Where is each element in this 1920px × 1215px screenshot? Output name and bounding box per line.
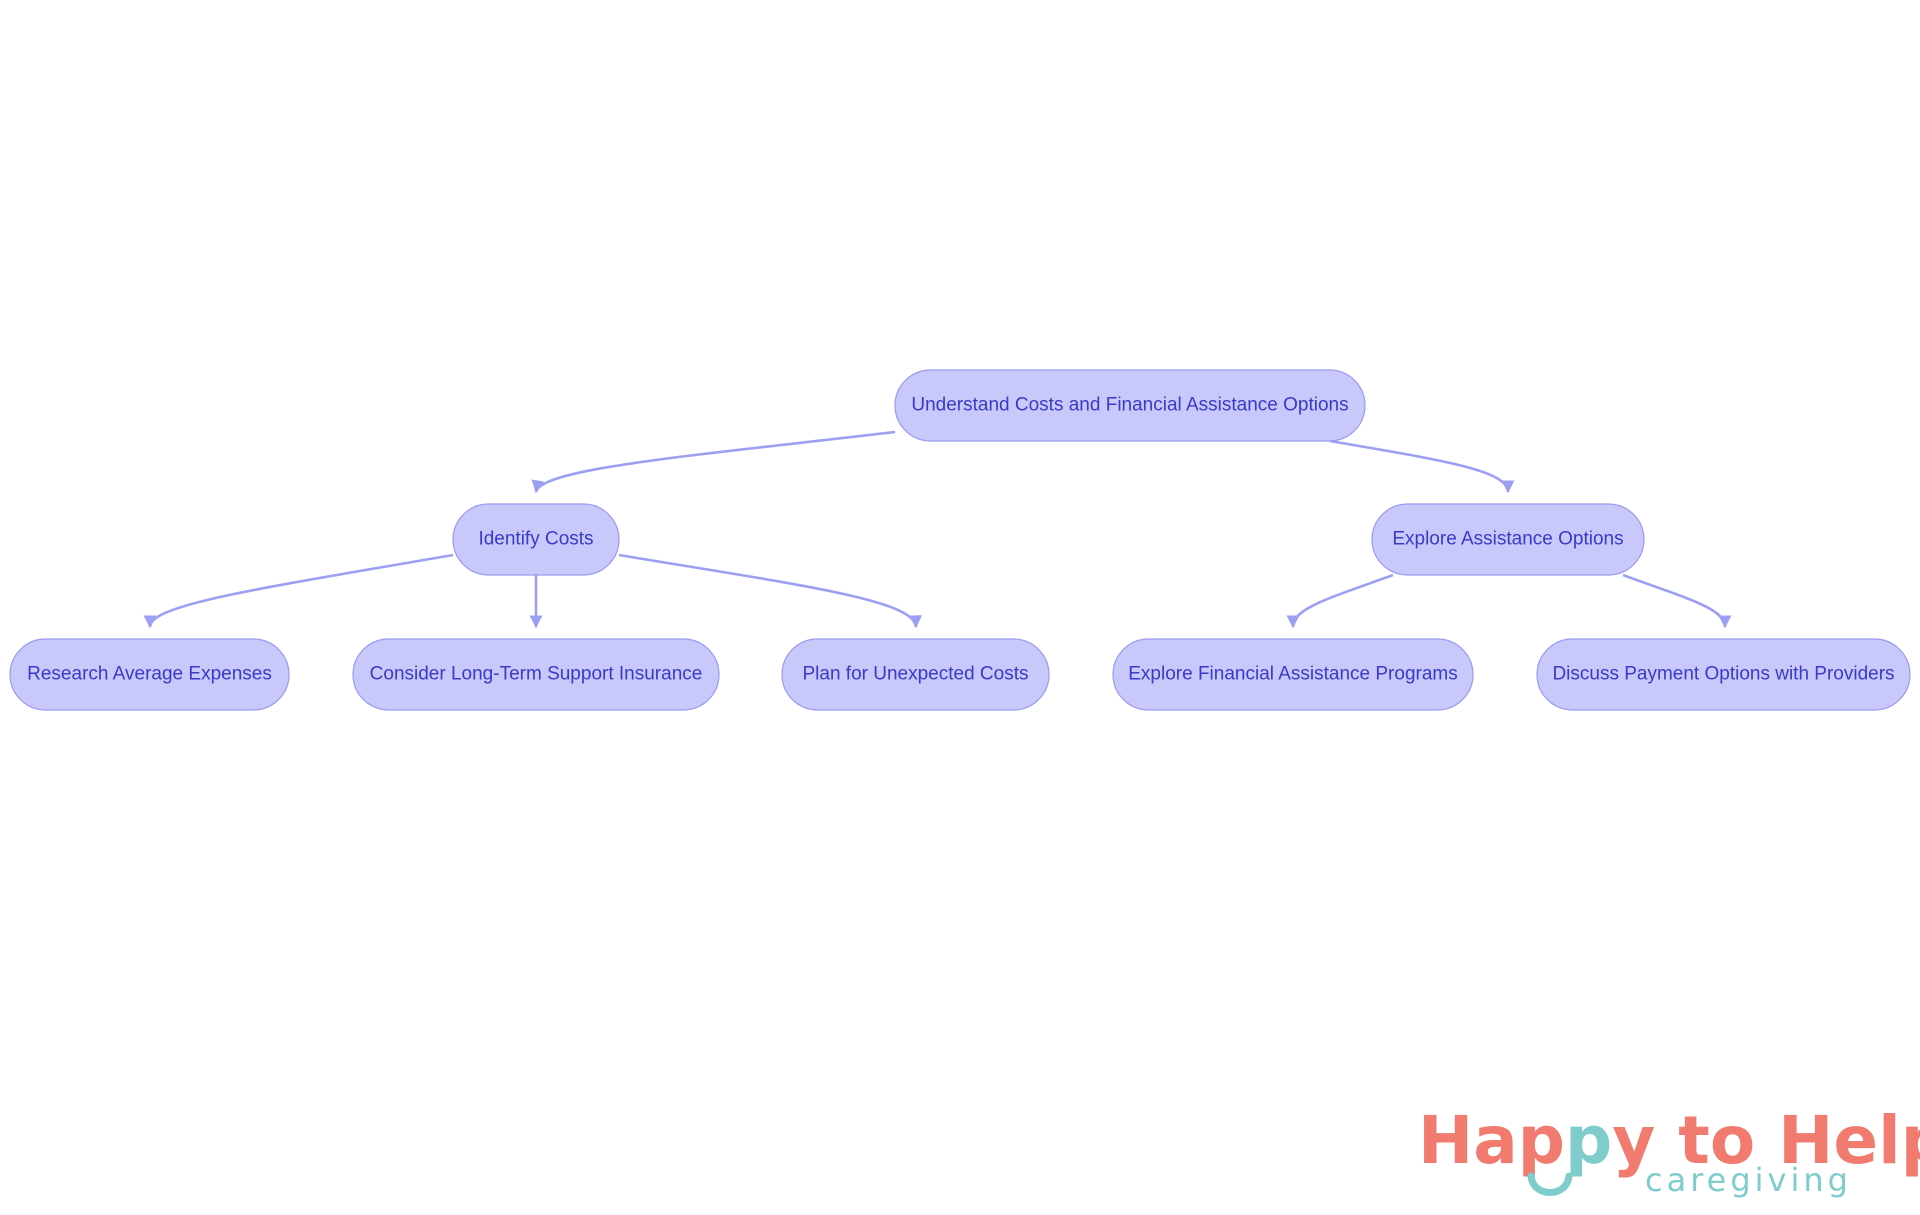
node-root[interactable]: Understand Costs and Financial Assistanc… xyxy=(894,369,1366,442)
node-long-term-insurance-label: Consider Long-Term Support Insurance xyxy=(370,664,703,685)
node-explore-assistance[interactable]: Explore Assistance Options xyxy=(1371,503,1645,576)
smile-icon xyxy=(1527,1172,1573,1196)
node-unexpected-costs-label: Plan for Unexpected Costs xyxy=(802,664,1028,685)
edges xyxy=(143,430,1732,629)
logo-word-part-2: p xyxy=(1565,1102,1612,1179)
edge-root-to-identify-costs xyxy=(531,430,896,494)
node-payment-options[interactable]: Discuss Payment Options with Providers xyxy=(1536,638,1911,711)
node-long-term-insurance[interactable]: Consider Long-Term Support Insurance xyxy=(352,638,720,711)
nodes: Understand Costs and Financial Assistanc… xyxy=(9,369,1911,711)
logo-wordmark: Happy to Help xyxy=(1418,1102,1920,1179)
node-research-expenses-label: Research Average Expenses xyxy=(27,664,272,685)
node-research-expenses[interactable]: Research Average Expenses xyxy=(9,638,290,711)
node-identify-costs[interactable]: Identify Costs xyxy=(452,503,620,576)
node-payment-options-label: Discuss Payment Options with Providers xyxy=(1552,664,1894,685)
edge-root-to-explore-assistance xyxy=(1329,439,1515,494)
edge-identify-costs-to-unexpected-costs xyxy=(618,553,923,629)
edge-identify-costs-to-research-expenses xyxy=(143,553,454,629)
logo-word-part-1: Hap xyxy=(1418,1102,1565,1179)
edge-explore-assistance-to-financial-programs xyxy=(1286,573,1394,629)
logo-word-part-4: to Help xyxy=(1655,1102,1920,1179)
node-root-label: Understand Costs and Financial Assistanc… xyxy=(911,395,1348,416)
node-unexpected-costs[interactable]: Plan for Unexpected Costs xyxy=(781,638,1050,711)
happy-to-help-logo: Happy to Help caregiving xyxy=(1418,1102,1920,1199)
node-financial-programs-label: Explore Financial Assistance Programs xyxy=(1128,664,1457,685)
node-financial-programs[interactable]: Explore Financial Assistance Programs xyxy=(1112,638,1474,711)
logo-word-part-3: y xyxy=(1612,1102,1655,1179)
node-explore-assistance-label: Explore Assistance Options xyxy=(1392,529,1623,550)
edge-explore-assistance-to-payment-options xyxy=(1622,573,1732,629)
node-identify-costs-label: Identify Costs xyxy=(478,529,593,550)
logo-tagline: caregiving xyxy=(1645,1161,1852,1199)
